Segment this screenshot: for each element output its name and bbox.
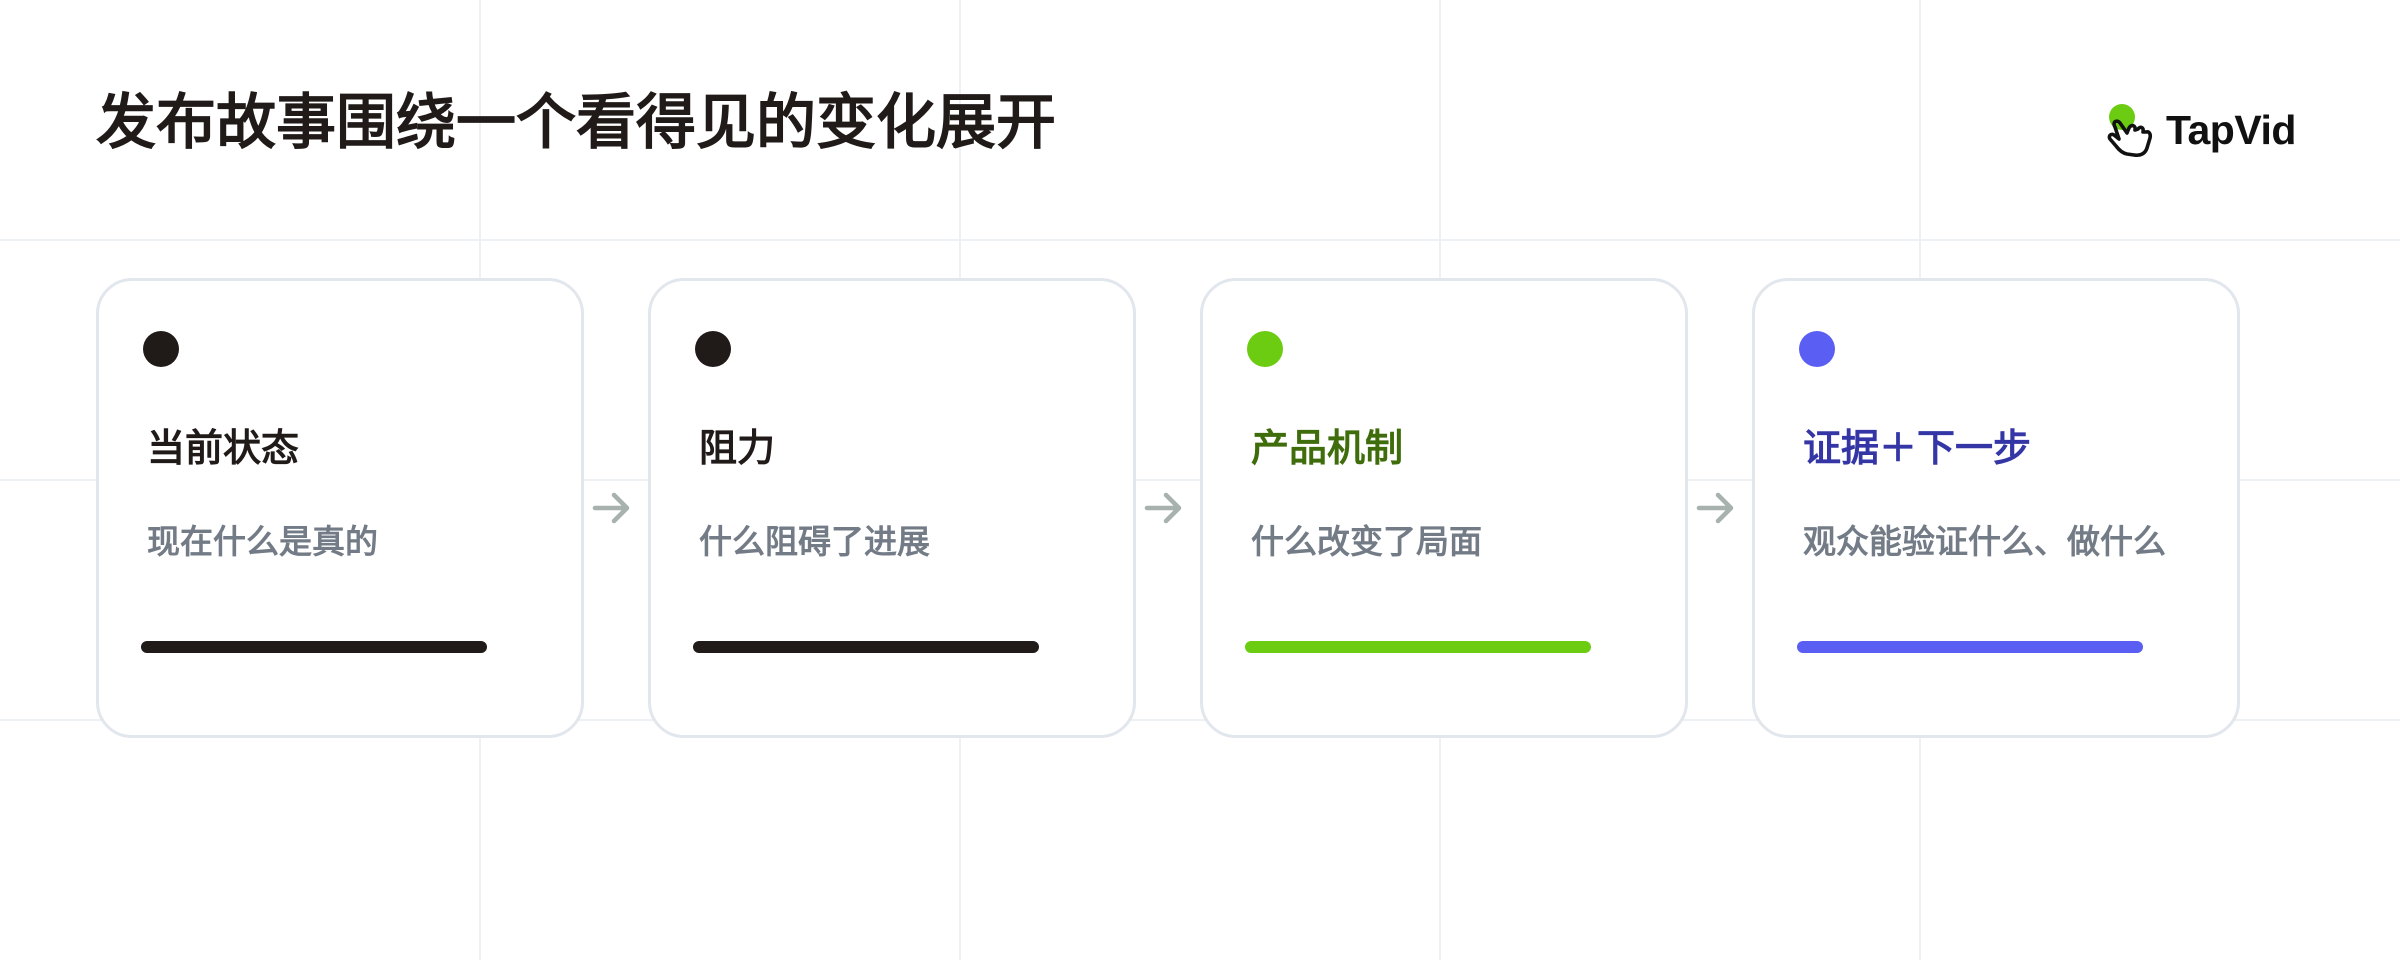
brand-name: TapVid — [2166, 107, 2296, 153]
card-progress-fill — [1797, 641, 2143, 653]
pointing-hand-icon — [2107, 104, 2153, 158]
hand-outline — [2107, 119, 2153, 158]
card-title: 产品机制 — [1251, 426, 1404, 470]
story-card-product-mechanism: 产品机制 什么改变了局面 — [1200, 278, 1688, 738]
story-card-friction: 阻力 什么阻碍了进展 — [648, 278, 1136, 738]
story-card-current-state: 当前状态 现在什么是真的 — [96, 278, 584, 738]
card-status-dot — [143, 331, 179, 367]
card-progress-fill — [141, 641, 487, 653]
card-progress-bar — [141, 641, 487, 653]
card-subtitle: 现在什么是真的 — [147, 522, 378, 561]
card-title: 阻力 — [699, 426, 776, 470]
card-status-dot — [1799, 331, 1835, 367]
arrow-right-icon — [1144, 492, 1182, 524]
card-progress-bar — [693, 641, 1039, 653]
card-subtitle: 观众能验证什么、做什么 — [1803, 522, 2166, 561]
card-progress-bar — [1797, 641, 2143, 653]
brand-logo: TapVid — [2102, 100, 2296, 160]
arrow-right-icon — [592, 492, 630, 524]
card-status-dot — [1247, 331, 1283, 367]
grid-line — [0, 239, 2400, 241]
card-progress-fill — [693, 641, 1039, 653]
arrow-right-icon — [1696, 492, 1734, 524]
page-title: 发布故事围绕一个看得见的变化展开 — [96, 88, 1056, 158]
card-progress-fill — [1245, 641, 1591, 653]
card-progress-bar — [1245, 641, 1591, 653]
card-status-dot — [695, 331, 731, 367]
card-subtitle: 什么改变了局面 — [1251, 522, 1482, 561]
card-subtitle: 什么阻碍了进展 — [699, 522, 930, 561]
card-title: 证据＋下一步 — [1803, 426, 2032, 470]
story-card-evidence-next-step: 证据＋下一步 观众能验证什么、做什么 — [1752, 278, 2240, 738]
grid-line — [0, 719, 2400, 721]
card-title: 当前状态 — [147, 426, 300, 470]
